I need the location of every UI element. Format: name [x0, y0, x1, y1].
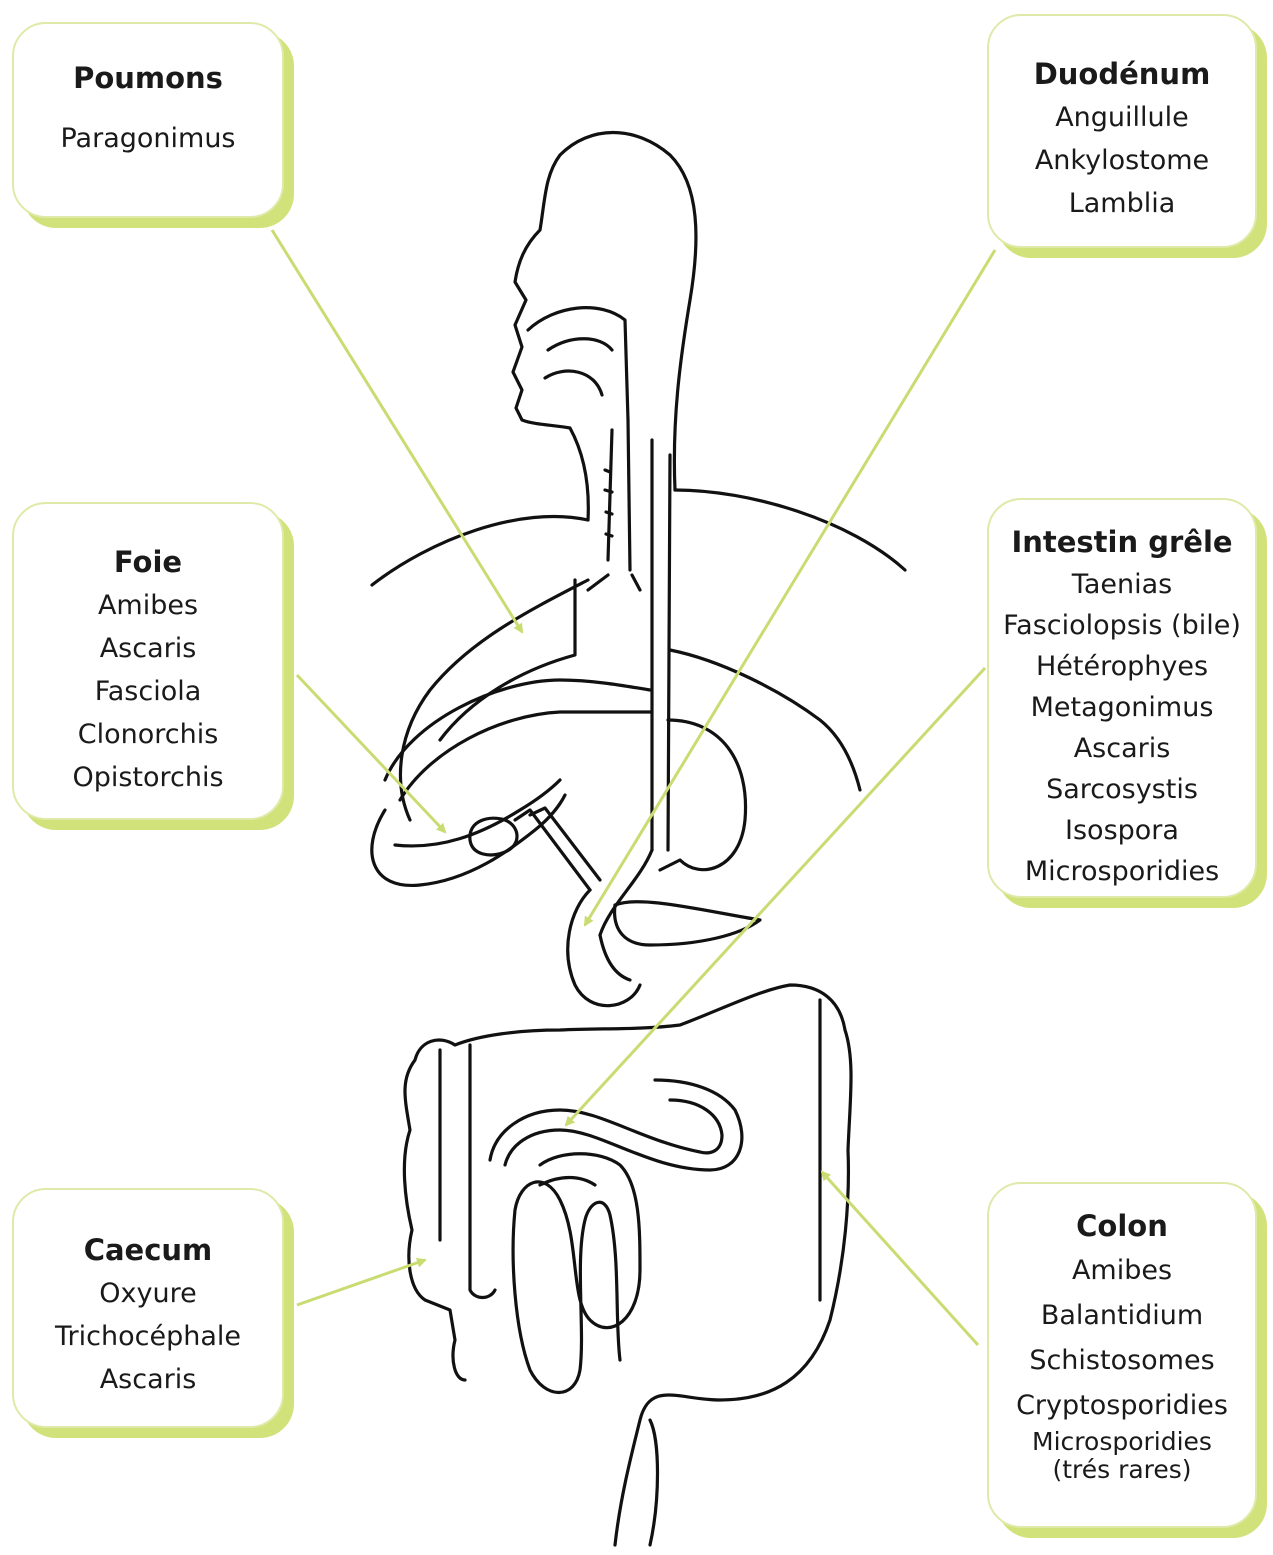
colon	[404, 985, 851, 1545]
parasite-item: Ascaris	[989, 728, 1255, 769]
parasite-item: Metagonimus	[989, 687, 1255, 728]
arrow-colon	[822, 1172, 978, 1345]
parasite-item: Ankylostome	[989, 139, 1255, 182]
parasite-item: Cryptosporidies	[989, 1383, 1255, 1428]
parasite-item: Anguillule	[989, 96, 1255, 139]
parasite-item: Microsporidies	[989, 1428, 1255, 1456]
parasite-item: Oxyure	[14, 1272, 282, 1315]
parasite-item: Opistorchis	[14, 756, 282, 799]
esophagus	[608, 420, 670, 850]
parasite-item: Ascaris	[14, 1358, 282, 1401]
parasite-item: Fasciolopsis (bile)	[989, 605, 1255, 646]
organ-title: Colon	[989, 1212, 1255, 1241]
organ-title: Caecum	[14, 1236, 282, 1265]
parasite-item: Balantidium	[989, 1293, 1255, 1338]
parasite-item: Trichocéphale	[14, 1315, 282, 1358]
trachea	[588, 470, 640, 590]
small-intestine	[490, 1080, 742, 1393]
parasite-item: Sarcosystis	[989, 769, 1255, 810]
lungs-outline	[400, 580, 860, 820]
label-box-intestin-grele: Intestin grêle Taenias Fasciolopsis (bil…	[987, 498, 1257, 898]
arrow-caecum	[297, 1260, 425, 1305]
parasite-item: Amibes	[989, 1248, 1255, 1293]
arrow-duodenum	[585, 250, 995, 925]
parasite-item: Clonorchis	[14, 713, 282, 756]
label-box-colon: Colon Amibes Balantidium Schistosomes Cr…	[987, 1182, 1257, 1528]
parasite-item: Hétérophyes	[989, 646, 1255, 687]
diaphragm-liver	[372, 680, 652, 885]
parasite-item: Ascaris	[14, 627, 282, 670]
parasite-item: Lamblia	[989, 182, 1255, 225]
organ-title: Poumons	[14, 64, 282, 93]
pointer-arrows	[272, 230, 995, 1345]
parasite-item: Paragonimus	[14, 117, 282, 160]
parasite-item-note: (trés rares)	[989, 1456, 1255, 1484]
arrow-poumons	[272, 230, 522, 632]
shoulders-outline	[372, 490, 905, 585]
parasite-item: Amibes	[14, 584, 282, 627]
label-box-caecum: Caecum Oxyure Trichocéphale Ascaris	[12, 1188, 284, 1428]
label-box-foie: Foie Amibes Ascaris Fasciola Clonorchis …	[12, 502, 284, 820]
parasite-item: Schistosomes	[989, 1338, 1255, 1383]
arrow-intestin	[566, 668, 985, 1125]
gallbladder	[470, 808, 600, 890]
label-box-duodenum: Duodénum Anguillule Ankylostome Lamblia	[987, 14, 1257, 248]
organ-title: Foie	[14, 548, 282, 577]
parasite-item: Taenias	[989, 564, 1255, 605]
parasite-item: Fasciola	[14, 670, 282, 713]
organ-title: Duodénum	[989, 60, 1255, 89]
parasite-item: Microsporidies	[989, 851, 1255, 892]
organ-title: Intestin grêle	[989, 528, 1255, 557]
parasite-item: Isospora	[989, 810, 1255, 851]
label-box-poumons: Poumons Paragonimus	[12, 22, 284, 218]
nasal-cavity	[528, 308, 628, 420]
